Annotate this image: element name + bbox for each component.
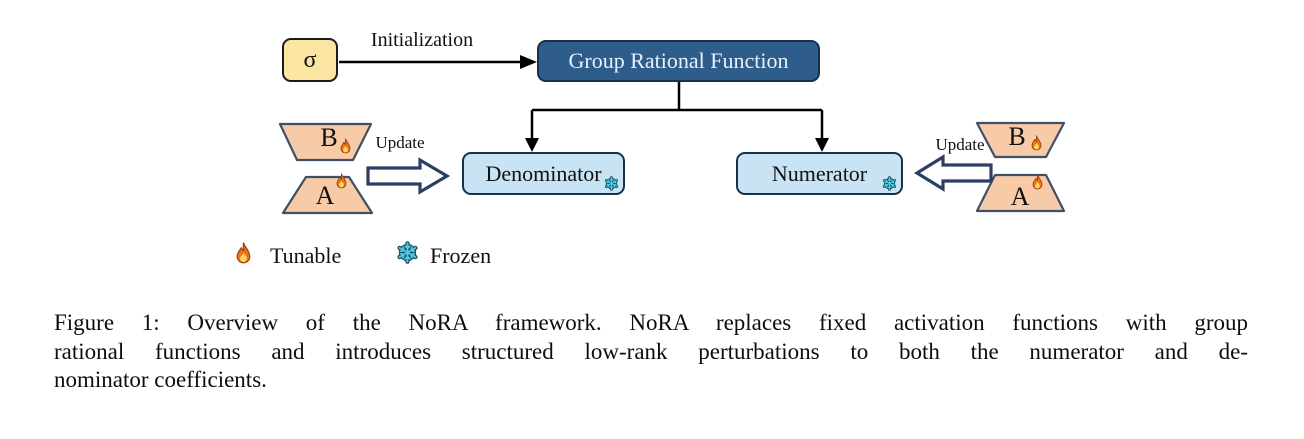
tree-connector bbox=[525, 82, 829, 152]
figure-caption: Figure 1: Overview of the NoRA framework… bbox=[54, 309, 1248, 395]
update-left-label: Update bbox=[375, 133, 425, 152]
matrix-a-left-label: A bbox=[315, 181, 335, 210]
matrix-a-left-shape bbox=[281, 175, 374, 215]
caption-line: Figure 1: Overview of the NoRA framework… bbox=[54, 310, 1248, 335]
legend-tunable-label: Tunable bbox=[270, 243, 342, 268]
flame-icon bbox=[340, 138, 351, 154]
group-rational-function-node: Group Rational Function bbox=[537, 40, 820, 82]
diagram-shapes bbox=[278, 55, 1066, 215]
sigma-node: σ bbox=[282, 38, 338, 82]
matrix-b-right-shape bbox=[975, 121, 1066, 159]
matrix-trapezoids-left bbox=[278, 122, 374, 215]
update-arrow-right bbox=[913, 154, 993, 192]
initialization-label: Initialization bbox=[370, 29, 474, 51]
caption-line: rational functions and introduces struct… bbox=[54, 338, 1248, 364]
flame-icon bbox=[236, 242, 251, 264]
flame-icon bbox=[336, 173, 347, 189]
snowflake-icon bbox=[604, 176, 619, 191]
group-rational-function-label: Group Rational Function bbox=[568, 48, 789, 73]
numerator-label: Numerator bbox=[771, 160, 868, 186]
caption-line: nominator coefficients. bbox=[54, 367, 267, 392]
matrix-b-left-label: B bbox=[320, 123, 338, 152]
flame-icon bbox=[1032, 174, 1043, 190]
matrix-trapezoids-right bbox=[975, 121, 1066, 213]
matrix-a-right-label: A bbox=[1010, 182, 1030, 211]
matrix-b-right-label: B bbox=[1008, 122, 1026, 151]
snowflake-icon bbox=[882, 176, 897, 191]
sigma-label: σ bbox=[303, 46, 317, 73]
update-arrow-left bbox=[366, 157, 451, 195]
denominator-label: Denominator bbox=[485, 160, 602, 186]
snowflake-icon bbox=[396, 241, 419, 264]
legend-frozen-label: Frozen bbox=[430, 243, 492, 268]
denominator-node: Denominator bbox=[462, 152, 625, 195]
update-right-label: Update bbox=[935, 135, 985, 154]
initialization-arrow bbox=[339, 55, 537, 69]
numerator-node: Numerator bbox=[736, 152, 903, 195]
flame-icon bbox=[1031, 135, 1042, 151]
